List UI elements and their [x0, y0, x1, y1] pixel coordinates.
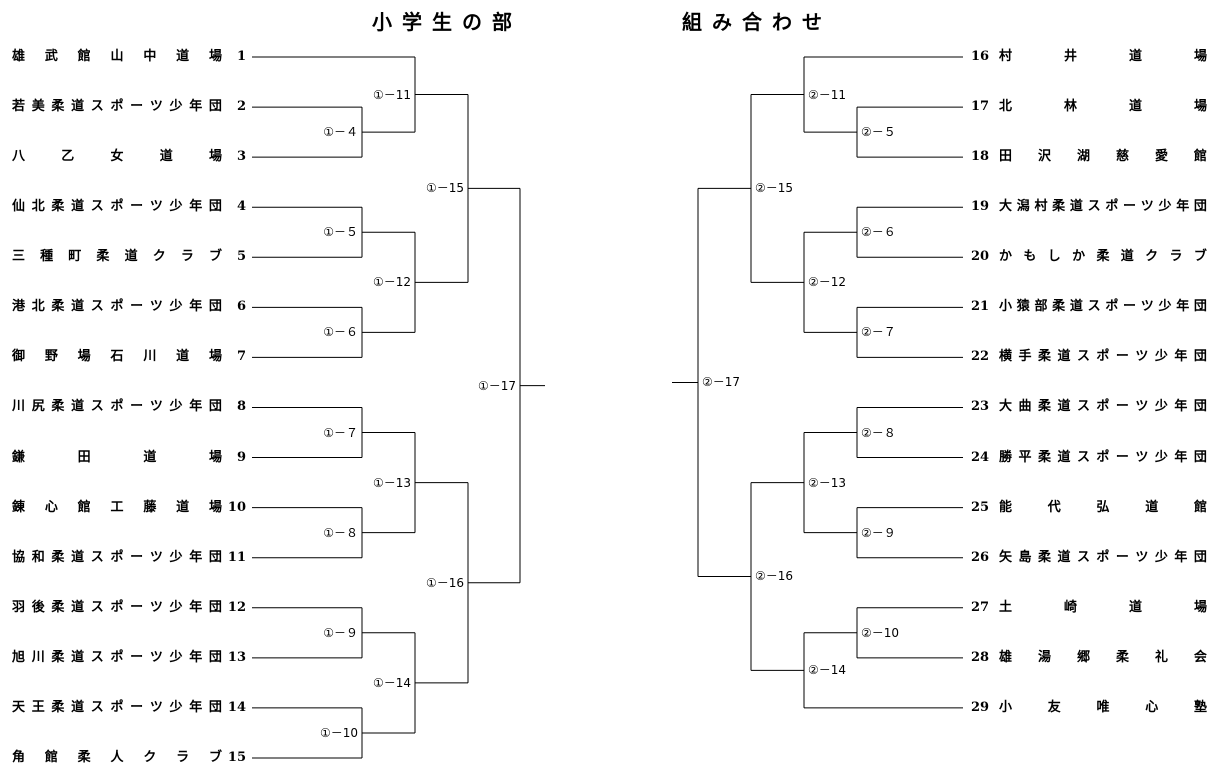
team-name-left: 八乙女道場 — [12, 149, 222, 165]
team-name-left: 羽後柔道スポーツ少年団 — [12, 599, 222, 615]
match-label-left: ①－８ — [323, 525, 358, 540]
match-label-left: ①－12 — [372, 275, 411, 290]
match-label-left: ①－11 — [372, 87, 411, 102]
team-name-left: 旭川柔道スポーツ少年団 — [12, 649, 222, 665]
match-label-right: ②－７ — [861, 325, 896, 340]
team-number-left: 15 — [227, 749, 246, 765]
team-number-left: 13 — [227, 649, 246, 665]
match-label-right: ②－９ — [861, 525, 896, 540]
team-number-left: 2 — [236, 99, 246, 115]
match-label-right: ②－６ — [861, 225, 896, 240]
team-number-left: 1 — [236, 49, 246, 64]
match-label-left: ①－６ — [323, 325, 358, 340]
team-number-left: 7 — [236, 349, 246, 365]
team-number-right: 24 — [971, 449, 990, 465]
team-name-right: 大潟村柔道スポーツ少年団 — [999, 199, 1207, 215]
team-name-left: 角館柔人クラブ — [12, 749, 222, 765]
match-label-right: ②－14 — [808, 663, 847, 678]
team-name-left: 川尻柔道スポーツ少年団 — [12, 399, 222, 415]
team-number-left: 6 — [236, 299, 246, 315]
team-name-left: 三種町柔道クラブ — [12, 249, 222, 265]
team-number-right: 20 — [971, 249, 990, 265]
match-label-right: ②－11 — [808, 87, 847, 102]
team-name-right: 小友唯心塾 — [999, 699, 1207, 715]
match-label-left: ①－５ — [323, 225, 358, 240]
match-label-right: ②－17 — [702, 375, 741, 390]
match-label-right: ②－８ — [861, 425, 896, 440]
match-label-right: ②－13 — [808, 475, 847, 490]
match-label-left: ①－４ — [323, 125, 358, 140]
match-label-left: ①－16 — [425, 575, 464, 590]
team-number-left: 3 — [236, 149, 246, 165]
team-name-left: 仙北柔道スポーツ少年団 — [12, 199, 222, 215]
team-number-right: 17 — [971, 99, 990, 115]
team-name-right: 勝平柔道スポーツ少年団 — [999, 449, 1207, 465]
team-number-right: 22 — [971, 349, 990, 365]
team-number-right: 18 — [971, 149, 990, 165]
match-label-right: ②－15 — [755, 181, 794, 196]
team-number-right: 26 — [971, 549, 990, 565]
team-name-right: 北林道場 — [999, 99, 1207, 115]
team-name-right: 土崎道場 — [999, 599, 1207, 615]
team-name-left: 鎌田道場 — [12, 449, 222, 465]
team-name-left: 若美柔道スポーツ少年団 — [12, 99, 222, 115]
match-label-left: ①－14 — [372, 675, 411, 690]
match-label-left: ①－９ — [323, 625, 358, 640]
match-label-left: ①－17 — [477, 378, 516, 393]
page-title-left: 小学生の部 — [372, 10, 522, 34]
team-number-right: 28 — [971, 649, 990, 665]
team-name-right: 小猿部柔道スポーツ少年団 — [999, 299, 1207, 315]
team-number-right: 21 — [971, 299, 990, 315]
team-number-right: 16 — [971, 49, 990, 64]
team-number-right: 25 — [971, 499, 990, 515]
team-name-right: 矢島柔道スポーツ少年団 — [999, 549, 1207, 565]
team-name-left: 錬心館工藤道場 — [12, 499, 222, 515]
team-name-left: 港北柔道スポーツ少年団 — [12, 299, 222, 315]
team-name-right: 能代弘道館 — [999, 499, 1207, 515]
match-label-right: ②－16 — [755, 569, 794, 584]
team-number-right: 29 — [971, 699, 990, 715]
team-number-left: 14 — [227, 699, 246, 715]
match-label-left: ①－７ — [323, 425, 358, 440]
match-label-left: ①－10 — [319, 725, 358, 740]
team-number-right: 27 — [971, 599, 990, 615]
team-number-left: 8 — [236, 399, 246, 415]
team-number-right: 23 — [971, 399, 990, 415]
page-title-right: 組み合わせ — [682, 10, 832, 34]
match-label-right: ②－５ — [861, 125, 896, 140]
team-name-left: 協和柔道スポーツ少年団 — [12, 549, 222, 565]
team-name-right: かもしか柔道クラブ — [999, 249, 1207, 265]
team-name-right: 雄湯郷柔礼会 — [999, 649, 1207, 665]
team-name-left: 御野場石川道場 — [12, 349, 222, 365]
team-number-left: 10 — [227, 499, 246, 515]
match-label-left: ①－15 — [425, 181, 464, 196]
team-name-left: 雄武館山中道場 — [12, 49, 222, 64]
team-number-left: 12 — [227, 599, 246, 615]
team-name-left: 天王柔道スポーツ少年団 — [12, 699, 222, 715]
team-number-left: 11 — [227, 549, 246, 565]
team-name-right: 大曲柔道スポーツ少年団 — [999, 399, 1207, 415]
team-number-right: 19 — [971, 199, 990, 215]
team-number-left: 9 — [236, 449, 246, 465]
team-name-right: 村井道場 — [999, 49, 1207, 64]
match-label-right: ②－12 — [808, 275, 847, 290]
match-label-left: ①－13 — [372, 475, 411, 490]
match-label-right: ②－10 — [861, 625, 900, 640]
team-number-left: 4 — [236, 199, 246, 215]
team-name-right: 横手柔道スポーツ少年団 — [999, 349, 1207, 365]
team-number-left: 5 — [236, 249, 246, 265]
team-name-right: 田沢湖慈愛館 — [999, 149, 1207, 165]
